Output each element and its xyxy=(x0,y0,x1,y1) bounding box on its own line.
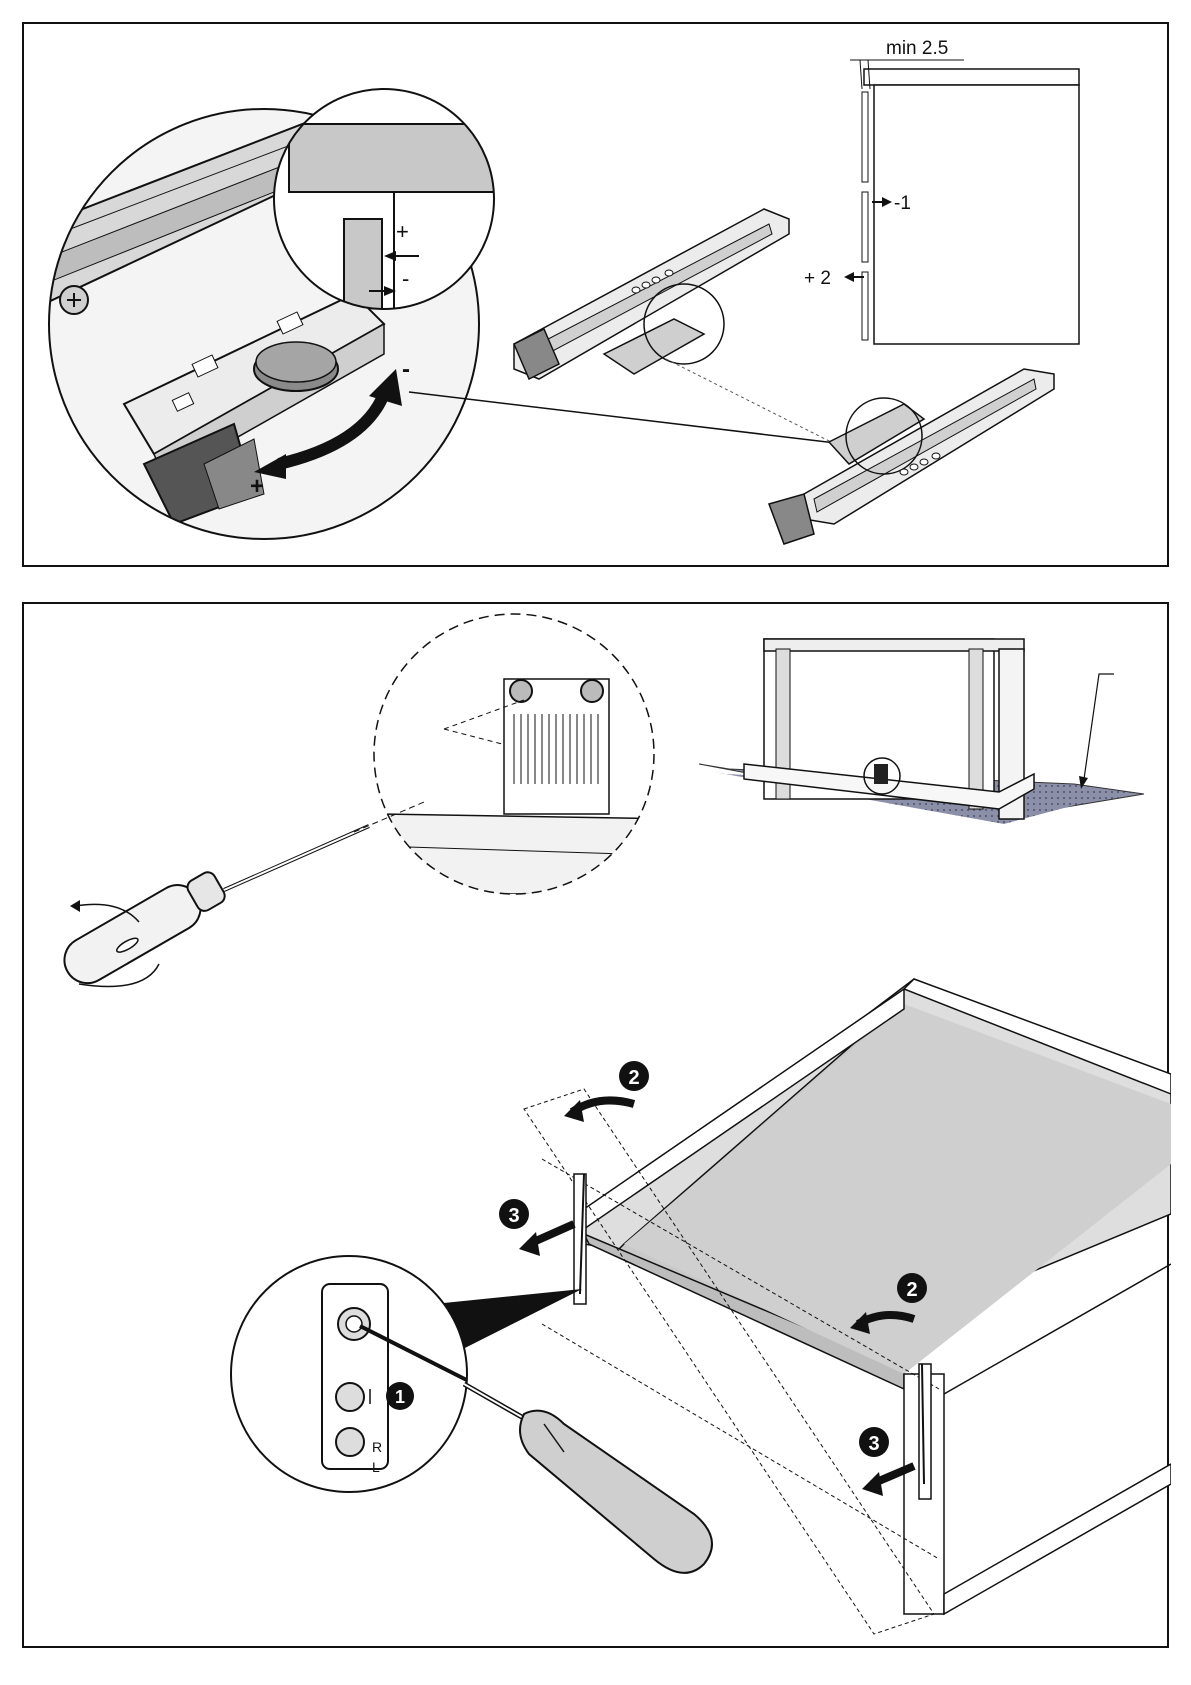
gap-label: min 2.5 xyxy=(886,38,948,59)
front-removal-diagram: 2 3 2 3 xyxy=(24,604,1171,1650)
runner-adjustment-diagram: - + + - xyxy=(24,24,1171,569)
screwdriver-handle-icon xyxy=(464,1384,712,1573)
bottom-illustration-panel: 2 3 2 3 xyxy=(22,602,1169,1648)
runner-right xyxy=(769,369,1054,544)
step-three-badge: 3 xyxy=(499,1199,529,1229)
front-clip-magnifier: R L 1 xyxy=(229,1254,514,1494)
runner-left xyxy=(514,209,789,379)
step-two-badge: 2 xyxy=(619,1061,649,1091)
svg-text:2: 2 xyxy=(906,1279,917,1301)
step-three-badge-right: 3 xyxy=(859,1427,889,1457)
clip-label-r: R xyxy=(372,1439,382,1455)
svg-text:3: 3 xyxy=(868,1433,879,1455)
detail-plus-label: + xyxy=(396,219,409,244)
adjust-plus-two-label: + 2 xyxy=(804,268,831,289)
detail-minus-label: - xyxy=(402,266,409,291)
clip-label-l: L xyxy=(372,1459,380,1475)
cabinet-gap-diagram: min 2.5 -1 + 2 xyxy=(804,38,1079,344)
svg-text:2: 2 xyxy=(628,1067,639,1089)
leader-line xyxy=(409,392,844,444)
top-illustration-panel: - + + - xyxy=(22,22,1169,567)
step-two-badge-right: 2 xyxy=(897,1273,927,1303)
adjust-minus-one-label: -1 xyxy=(894,193,911,214)
drawer-on-mat xyxy=(699,639,1144,824)
svg-text:3: 3 xyxy=(508,1205,519,1227)
rotate-plus-label: + xyxy=(250,473,264,500)
rotate-minus-label: - xyxy=(402,356,410,383)
foot-detail-magnifier xyxy=(364,614,684,904)
screwdriver-icon xyxy=(56,802,424,992)
step-one-badge: 1 xyxy=(386,1382,414,1410)
svg-text:1: 1 xyxy=(395,1387,405,1407)
